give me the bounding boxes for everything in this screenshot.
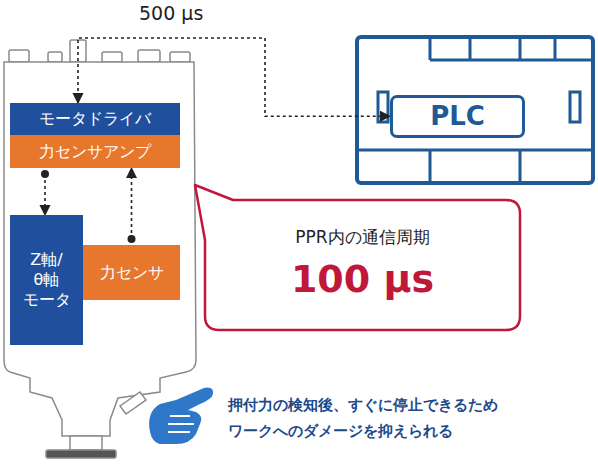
sensor-box: 力センサ xyxy=(83,245,180,300)
device-housing xyxy=(4,40,196,458)
signal-connector xyxy=(44,174,46,215)
note-box: 押付力の検知後、すぐに停止できるため ワークへのダメージを抑えられる xyxy=(228,392,528,443)
callout-heading: PPR内の通信周期 xyxy=(295,227,429,248)
motor-box: Z軸/ θ軸 モータ xyxy=(10,215,83,345)
node-label: 力センサアンプ xyxy=(39,142,151,162)
node-label: 力センサ xyxy=(100,263,164,283)
hand-icon xyxy=(149,388,213,444)
edge-label: 500 µs xyxy=(139,2,203,24)
edge-label-box: 500 µs xyxy=(136,2,206,24)
driver-box: モータドライバ xyxy=(10,103,180,135)
callout-value: 100 µs xyxy=(291,256,434,304)
amp-box: 力センサアンプ xyxy=(10,135,180,168)
plc-unit xyxy=(357,37,593,183)
node-label: モータドライバ xyxy=(39,109,151,129)
node-label: PLC xyxy=(430,100,485,133)
plc-box: PLC xyxy=(390,95,525,138)
callout-shape xyxy=(195,185,520,330)
connector-dot xyxy=(128,235,136,243)
node-label: Z軸/ θ軸 モータ xyxy=(16,250,77,310)
signal-connector xyxy=(131,168,133,239)
benefit-note: 押付力の検知後、すぐに停止できるため ワークへのダメージを抑えられる xyxy=(228,396,498,440)
callout-bubble: PPR内の通信周期 100 µs xyxy=(205,200,520,330)
connector-dot xyxy=(41,170,49,178)
